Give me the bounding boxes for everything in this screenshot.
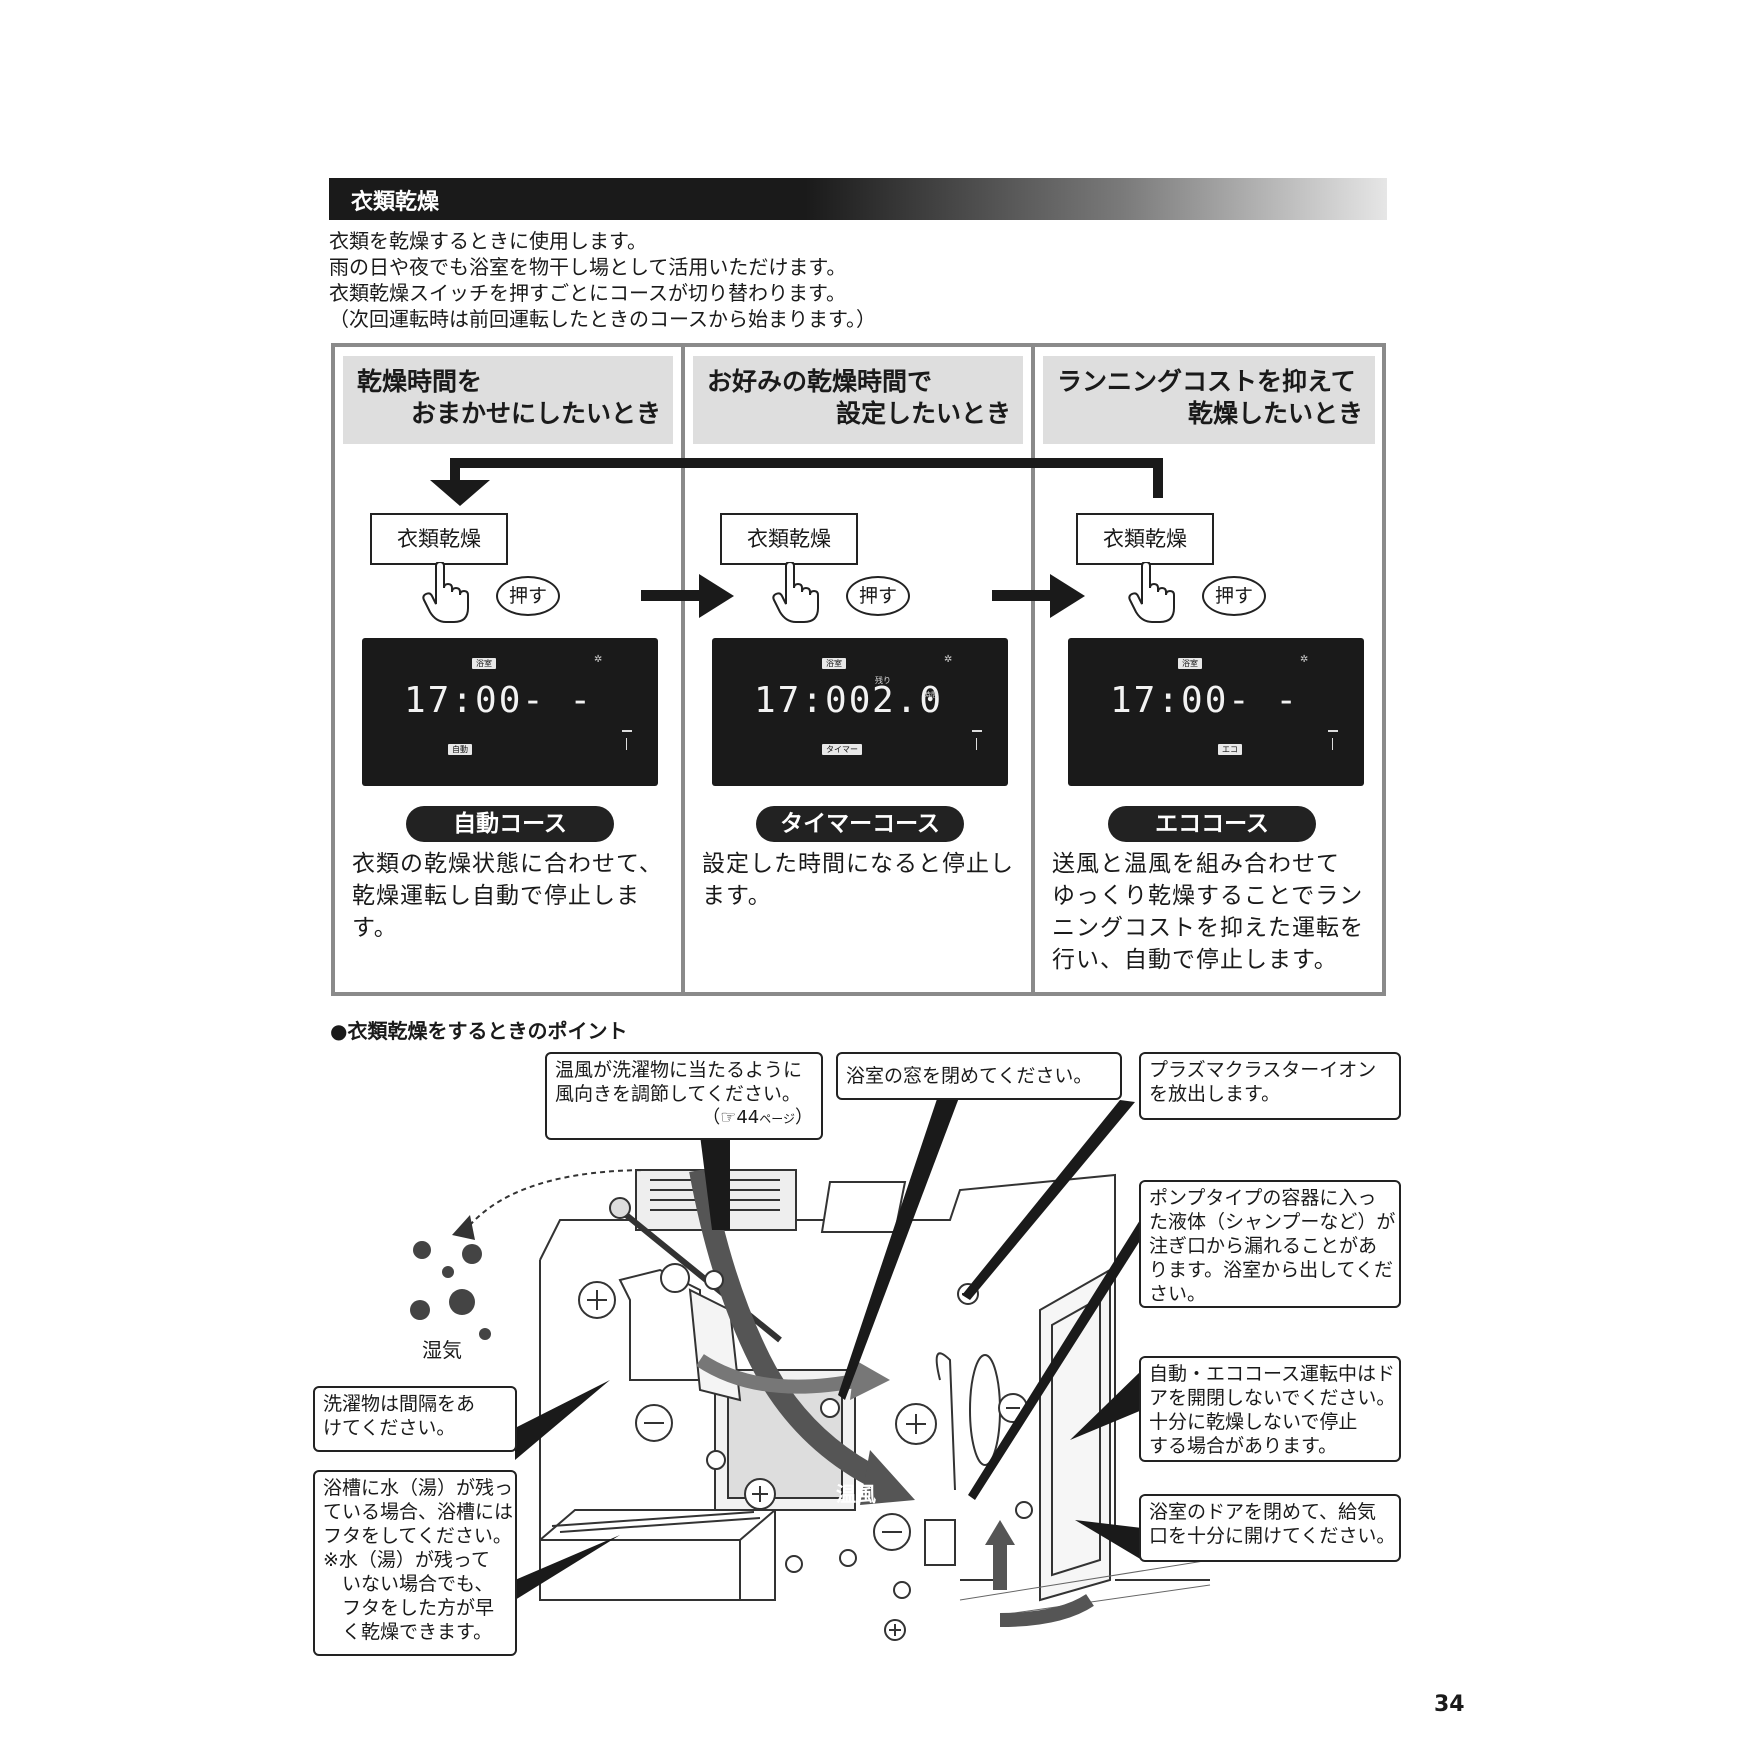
lcd-unit-label: 時間 [924,691,938,699]
course-desc-eco: 送風と温風を組み合わせて ゆっくり乾燥することでラン ニングコストを抑えた運転を… [1052,851,1364,973]
intro-line: 衣類乾燥スイッチを押すごとにコースが切り替わります。 [329,281,846,305]
callout-plasmacluster: プラズマクラスターイオン を放出します。 [1139,1052,1401,1120]
warm-air-label: 温風 [836,1482,876,1506]
fan-icon: ✲ [594,654,603,665]
press-label: 押す [1202,576,1266,616]
course-desc-timer: 設定した時間になると停止し ます。 [702,851,1014,909]
heading-eco: ランニングコストを抑えて 乾燥したいとき [1043,356,1375,444]
lcd-room-tag: 浴室 [472,658,496,669]
lcd-time: 17:00 [404,680,523,721]
bathroom-illustration [410,1090,1211,1641]
column-divider [1031,343,1035,996]
course-pill-auto: 自動コース [406,806,614,842]
lcd-mode-tag: エコ [1218,744,1242,755]
callout-close-window: 浴室の窓を閉めてください。 [836,1052,1122,1100]
intro-text: 衣類を乾燥するときに使用します。 雨の日や夜でも浴室を物干し場として活用いただけ… [329,228,876,332]
intro-line: （次回運転時は前回運転したときのコースから始まります。） [329,307,876,331]
callout-laundry-spacing: 洗濯物は間隔をあ けてください。 [313,1386,517,1452]
next-arrow-1-head [699,574,734,618]
humidity-dots [410,1241,491,1340]
hand-press-icon [1128,562,1175,623]
section-header: 衣類乾燥 [329,178,1387,220]
lcd-mode-tag: タイマー [822,744,862,755]
lcd-display-eco: 浴室 ✲ 17:00 - - エコ [1068,638,1364,786]
next-arrow-1-shaft [641,590,701,601]
heading-timer: お好みの乾燥時間で 設定したいとき [693,356,1023,444]
lcd-remain-label: 残り [875,676,891,685]
lcd-value: - - [1228,680,1300,721]
lcd-display-timer: 浴室 ✲ 残り 17:00 2.0 時間 タイマー [712,638,1008,786]
clothes-dry-button[interactable]: 衣類乾燥 [370,513,508,565]
column-divider [681,343,685,996]
press-label: 押す [846,576,910,616]
clothes-dry-button[interactable]: 衣類乾燥 [720,513,858,565]
return-arrow-head [430,480,490,506]
pointing-hand-icon: ☞ [720,1107,737,1128]
hand-press-icon [772,562,819,623]
callout-wind-direction: 温風が洗濯物に当たるように 風向きを調節してください。 （☞44ページ） [545,1052,823,1140]
lcd-value: 2.0 [872,680,944,721]
callout-door-no-open: 自動・エココース運転中はド アを開閉しないでください。 十分に乾燥しないで停止 … [1139,1356,1401,1462]
page-number: 34 [1434,1692,1465,1717]
lcd-time: 17:00 [754,680,873,721]
fan-icon: ✲ [1300,654,1309,665]
intro-line: 雨の日や夜でも浴室を物干し場として活用いただけます。 [329,255,847,279]
hand-press-icon [422,562,469,623]
cycle-arrows [430,458,1163,618]
intro-line: 衣類を乾燥するときに使用します。 [329,229,647,253]
courses-panel [331,343,1386,996]
next-arrow-2-head [1050,574,1085,618]
fan-icon: ✲ [944,654,953,665]
course-pill-eco: エココース [1108,806,1316,842]
course-desc-auto: 衣類の乾燥状態に合わせて、 乾燥運転し自動で停止しま す。 [352,851,663,941]
points-title: ●衣類乾燥をするときのポイント [330,1019,628,1043]
warm-air-arrow [689,1168,885,1490]
return-arrow-line [450,458,1163,498]
course-pill-timer: タイマーコース [756,806,964,842]
callout-close-door: 浴室のドアを閉めて、給気 口を十分に開けてください。 [1139,1494,1401,1562]
lcd-mode-tag: 自動 [448,744,472,755]
callout-bathtub-lid: 浴槽に水（湯）が残っ ている場合、浴槽には フタをしてください。 ※水（湯）が残… [313,1470,517,1656]
section-title: 衣類乾燥 [351,190,440,215]
callout-pump-containers: ポンプタイプの容器に入っ た液体（シャンプーなど）が 注ぎ口から漏れることがあ … [1139,1180,1401,1308]
next-arrow-2-shaft [992,590,1052,601]
page-reference: （☞44ページ） [702,1107,813,1128]
press-label: 押す [496,576,560,616]
lcd-room-tag: 浴室 [1178,658,1202,669]
lcd-room-tag: 浴室 [822,658,846,669]
lcd-display-auto: 浴室 ✲ 17:00 - - 自動 [362,638,658,786]
clothes-dry-button[interactable]: 衣類乾燥 [1076,513,1214,565]
lcd-value: - - [522,680,594,721]
heading-auto: 乾燥時間を おまかせにしたいとき [343,356,673,444]
lcd-time: 17:00 [1110,680,1229,721]
humidity-label: 湿気 [422,1338,462,1362]
